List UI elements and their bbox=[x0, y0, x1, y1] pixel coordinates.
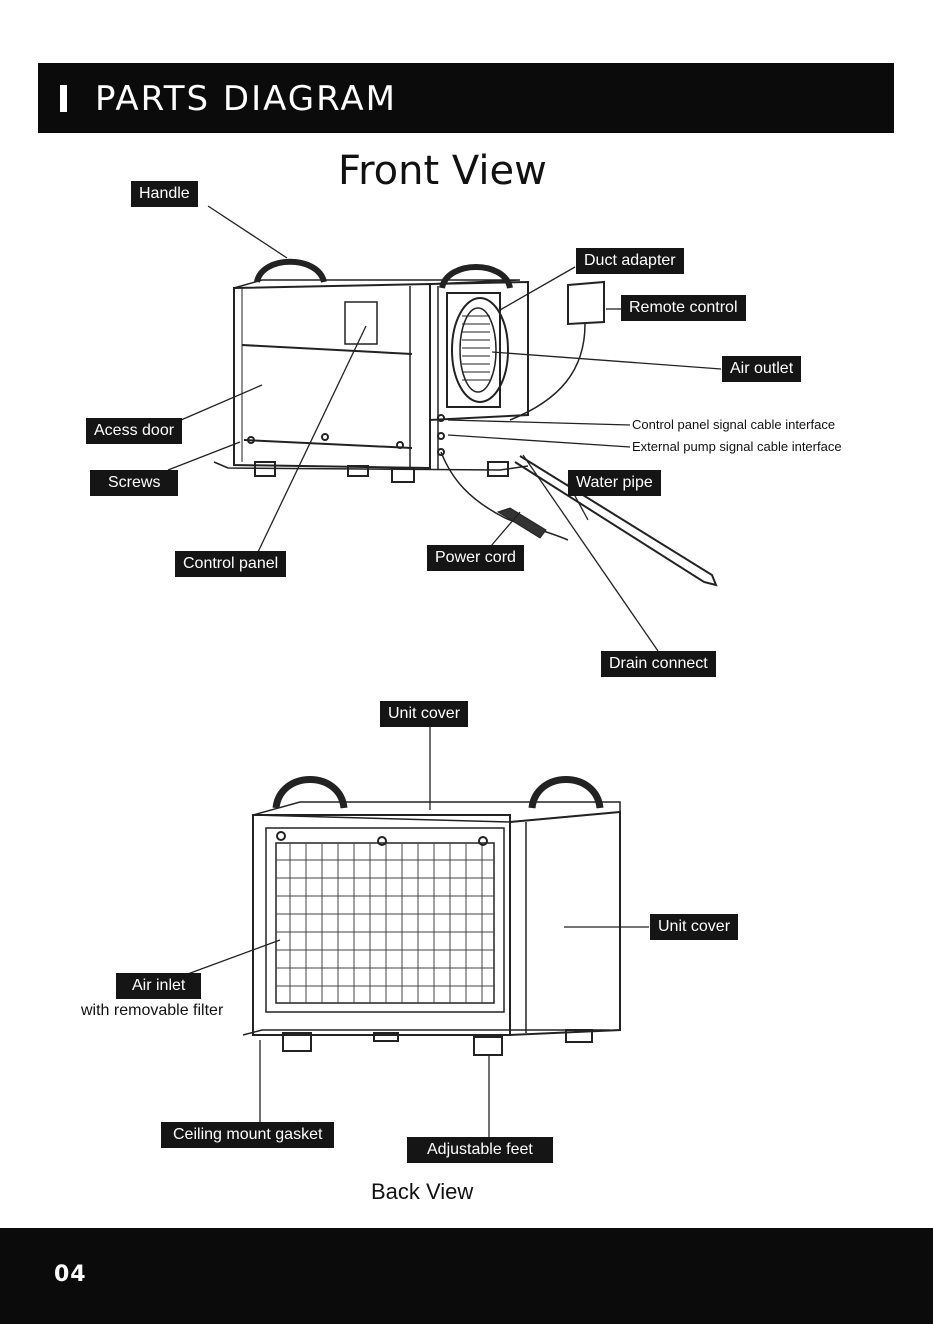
label-water-pipe: Water pipe bbox=[568, 470, 661, 496]
unit-cover-side-shape bbox=[509, 810, 621, 1037]
footer-bar bbox=[0, 1228, 933, 1324]
duct-adapter-shape bbox=[446, 292, 501, 408]
label-control-panel: Control panel bbox=[175, 551, 287, 577]
page-title: PARTS DIAGRAM bbox=[95, 79, 397, 119]
label-control-panel-signal-cable: Control panel signal cable interface bbox=[632, 417, 836, 432]
back-handle-left-shape bbox=[272, 776, 348, 809]
label-unit-cover-top: Unit cover bbox=[380, 701, 469, 727]
label-handle: Handle bbox=[131, 181, 198, 207]
label-ceiling-mount-gasket: Ceiling mount gasket bbox=[161, 1122, 335, 1148]
label-screws: Screws bbox=[90, 470, 179, 496]
back-handle-right-shape bbox=[528, 776, 604, 809]
back-body-shape bbox=[252, 814, 511, 1036]
page-number: 04 bbox=[54, 1262, 87, 1287]
label-external-pump-signal-cable: External pump signal cable interface bbox=[632, 439, 842, 454]
unit-cover-top-shape bbox=[252, 801, 621, 823]
label-access-door: Acess door bbox=[86, 418, 183, 444]
air-inlet-grille-shape bbox=[275, 842, 495, 1004]
remote-control-shape bbox=[567, 280, 605, 326]
label-air-outlet: Air outlet bbox=[722, 356, 802, 382]
front-view-title: Front View bbox=[338, 148, 547, 194]
back-view-title: Back View bbox=[371, 1179, 474, 1204]
label-drain-connect: Drain connect bbox=[601, 651, 716, 677]
label-adjustable-feet: Adjustable feet bbox=[407, 1137, 553, 1163]
label-power-cord: Power cord bbox=[427, 545, 524, 571]
label-duct-adapter: Duct adapter bbox=[576, 248, 684, 274]
water-pipe-shape bbox=[514, 455, 718, 587]
handle-left-shape bbox=[254, 258, 327, 284]
front-body-shape bbox=[233, 282, 431, 470]
power-cord-shape bbox=[440, 451, 569, 541]
label-air-inlet-subtext: with removable filter bbox=[81, 1002, 224, 1019]
control-panel-shape bbox=[344, 301, 378, 345]
header-accent-mark bbox=[60, 85, 67, 112]
header-bar bbox=[38, 63, 894, 133]
label-air-inlet: Air inlet bbox=[116, 973, 202, 999]
label-unit-cover-side: Unit cover bbox=[650, 914, 739, 940]
adjustable-foot-shape bbox=[282, 1032, 312, 1052]
label-remote-control: Remote control bbox=[621, 295, 746, 321]
